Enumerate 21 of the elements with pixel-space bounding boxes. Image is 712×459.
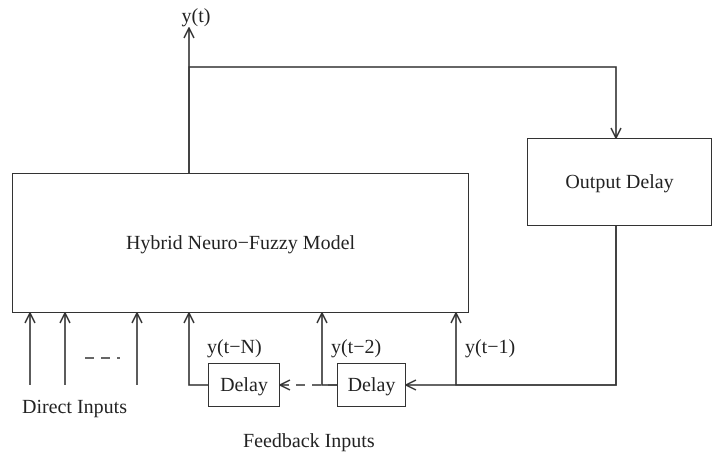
arrow	[59, 312, 71, 385]
arrow	[131, 312, 143, 385]
box-label: Hybrid Neuro−Fuzzy Model	[126, 232, 355, 254]
box-label: Delay	[220, 374, 268, 396]
arrow	[24, 312, 36, 385]
delay-box	[337, 363, 406, 407]
arrow	[183, 312, 208, 386]
delay-box	[208, 363, 280, 407]
group-label: Feedback Inputs	[243, 430, 375, 452]
box-label: Delay	[348, 374, 396, 396]
edge-label: y(t−2)	[331, 336, 382, 358]
edge-label: y(t−N)	[207, 336, 262, 358]
arrow	[316, 312, 337, 386]
edge-label: y(t−1)	[465, 336, 516, 358]
arrow	[450, 226, 617, 386]
box-label: Output Delay	[565, 170, 674, 194]
model-box	[12, 173, 469, 313]
group-label: Direct Inputs	[22, 396, 127, 418]
output-label: y(t)	[176, 4, 216, 28]
delay-box	[527, 138, 712, 226]
arrow	[188, 66, 622, 173]
